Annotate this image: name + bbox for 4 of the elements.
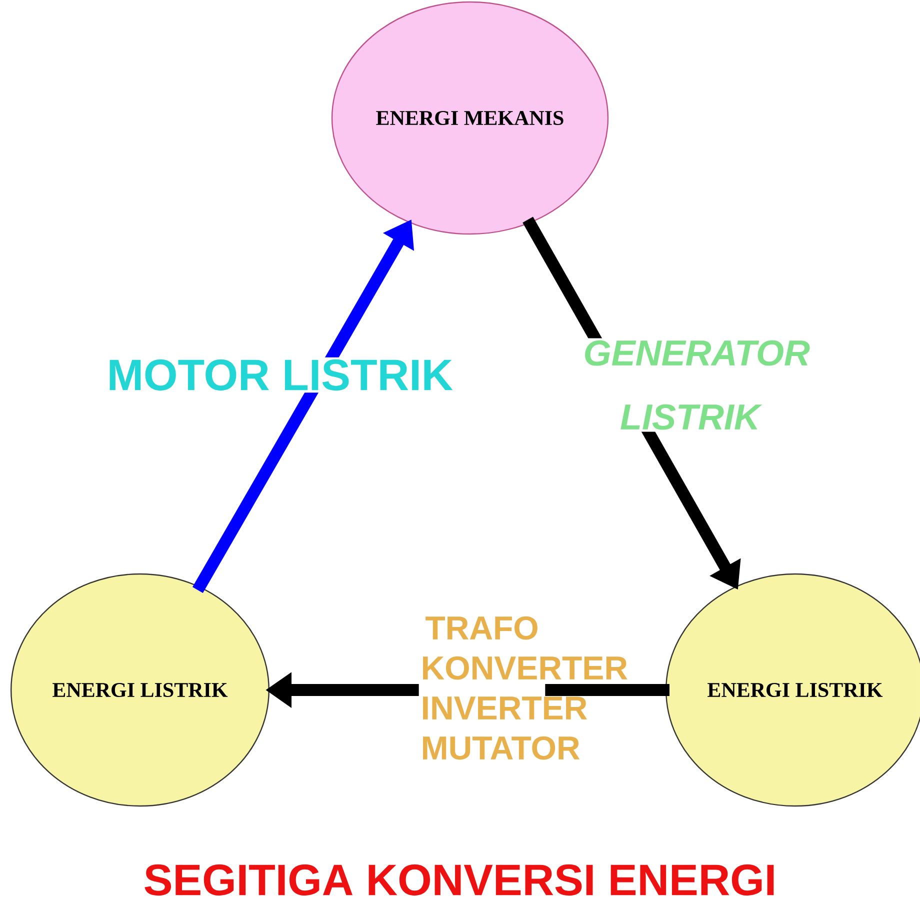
edge-label: MOTOR LISTRIK [104,357,456,393]
diagram-title: SEGITIGA KONVERSI ENERGI [144,864,774,896]
edge-label: TRAFO KONVERTER INVERTER MUTATOR [418,614,628,762]
edge-label: GENERATOR LISTRIK [581,338,810,432]
